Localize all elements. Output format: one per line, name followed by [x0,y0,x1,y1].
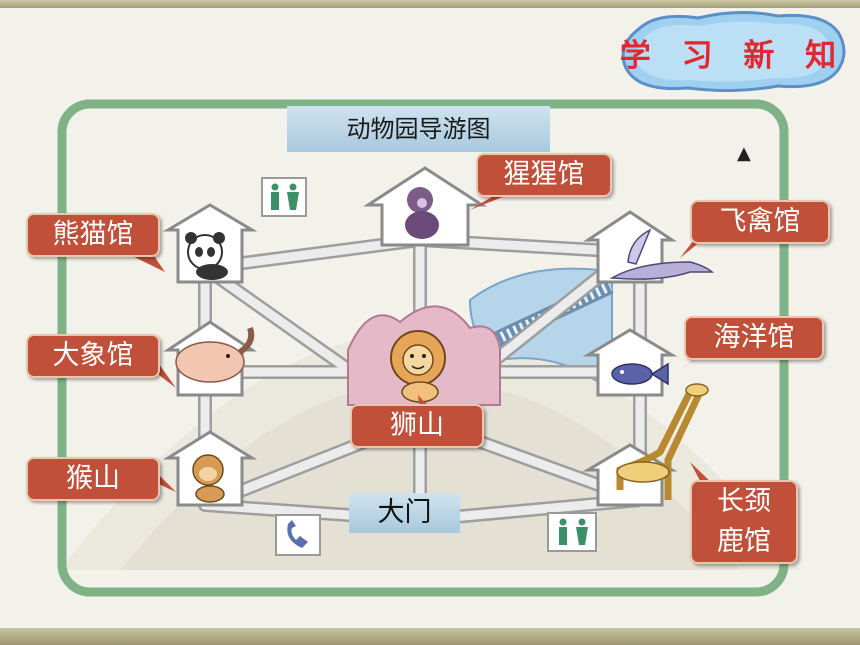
house-birds [583,210,715,284]
top-bar [0,0,860,8]
gate-label: 大门 [349,493,460,533]
venue-label: 狮山 [390,410,444,441]
restroom-icon [261,177,307,217]
venue-label-line: 长颈 [717,486,771,517]
restroom-icon [547,512,597,552]
elephant-icon [175,326,255,383]
house-elephant [163,320,257,397]
phone-icon [275,514,321,556]
house-gorilla [362,166,488,247]
venue-label: 猩猩馆 [503,159,585,190]
giraffe-icon [616,383,709,500]
gorilla-icon [405,187,439,239]
venue-label-line: 鹿馆 [717,526,771,557]
house-giraffe [582,383,709,507]
lion-icon [390,330,446,403]
venue-ocean: 海洋馆 [684,316,824,360]
badge-cloud [621,10,846,92]
venue-monkey: 猴山 [26,457,160,501]
venue-lion: 狮山 [350,404,484,448]
venue-label: 大象馆 [52,340,134,371]
venue-panda: 熊猫馆 [26,213,160,257]
venue-birds: 飞禽馆 [690,200,830,244]
venue-elephant: 大象馆 [26,334,160,378]
badge-title: 学 习 新 知 [619,38,847,74]
monkey-icon [192,454,225,503]
venue-label: 飞禽馆 [719,206,801,237]
north-arrow-icon: ▲ [737,143,751,164]
bottom-bar [0,628,860,645]
venue-gorilla: 猩猩馆 [476,153,612,197]
venue-label: 熊猫馆 [52,219,134,250]
venue-label: 猴山 [66,463,120,494]
goose-icon [609,228,715,280]
house-panda [162,203,258,284]
house-ocean [582,328,678,397]
venue-giraffe: 长颈 鹿馆 [690,480,798,564]
map-title: 动物园导游图 [287,106,550,152]
panda-icon [185,232,228,280]
venue-label: 海洋馆 [713,322,795,353]
house-monkey [162,430,258,507]
fish-icon [611,362,669,386]
